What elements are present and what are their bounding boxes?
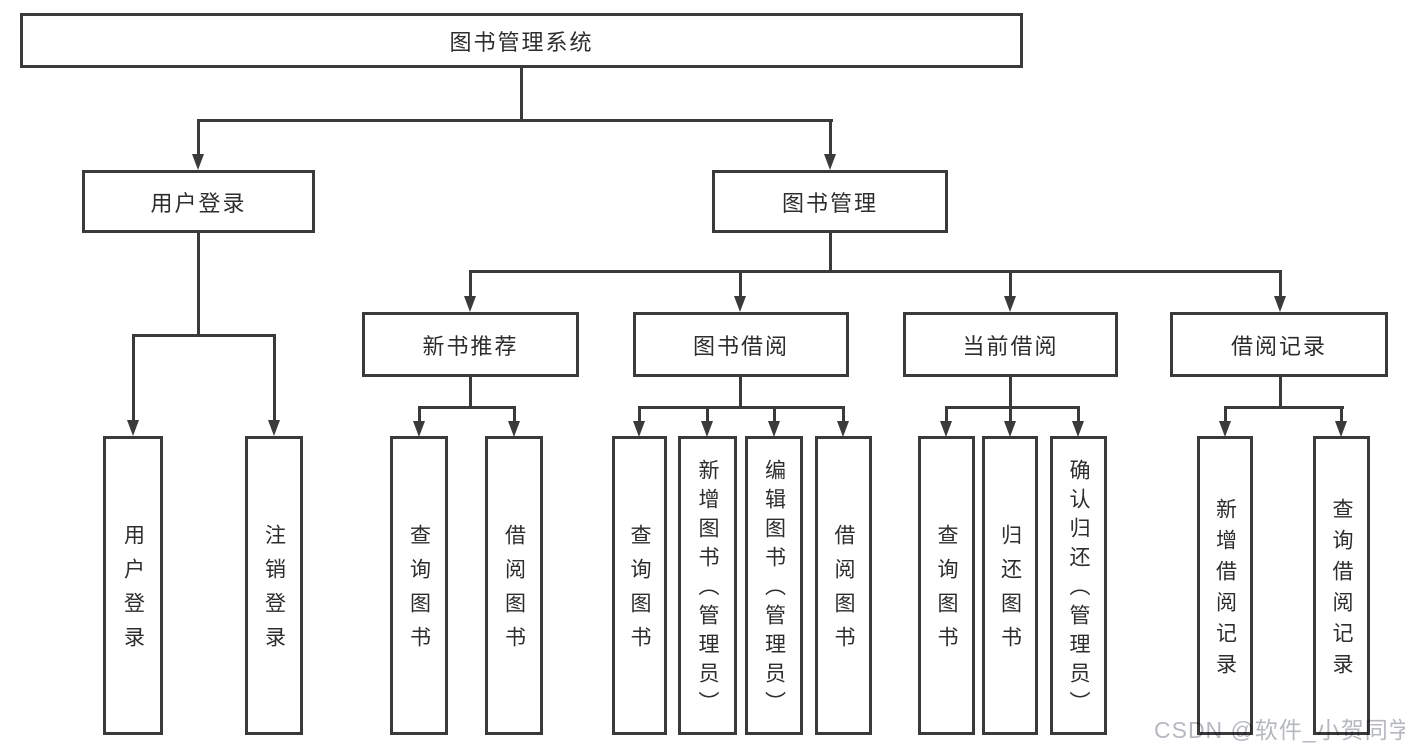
arrowhead-down xyxy=(940,421,952,437)
arrowhead-down xyxy=(127,420,139,436)
node-library-management-system: 图书管理系统 xyxy=(20,13,1023,68)
connector-line xyxy=(417,406,516,409)
leaf-label: 注销登录 xyxy=(262,524,286,660)
connector-line xyxy=(196,233,200,337)
node-book-borrowing: 图书借阅 xyxy=(633,312,849,377)
arrowhead-down xyxy=(508,421,520,437)
arrowhead-down xyxy=(768,421,780,437)
arrowhead-down xyxy=(1335,421,1347,437)
arrowhead-down xyxy=(1004,421,1016,437)
connector-line xyxy=(738,270,742,298)
connector-line xyxy=(706,406,709,422)
node-label: 新书推荐 xyxy=(422,333,519,359)
arrowhead-down xyxy=(1219,421,1231,437)
connector-line xyxy=(468,270,472,298)
connector-line xyxy=(1008,270,1012,298)
arrowhead-down xyxy=(413,421,425,437)
connector-line xyxy=(945,406,948,422)
leaf-label: 用户登录 xyxy=(121,524,145,660)
connector-line xyxy=(1008,406,1012,422)
leaf-borrow-books-2: 借阅图书 xyxy=(815,436,872,735)
leaf-label: 归还图书 xyxy=(998,524,1022,660)
leaf-edit-books-admin: 编辑图书（管理员） xyxy=(745,436,803,735)
node-label: 借阅记录 xyxy=(1230,333,1327,359)
node-label: 图书管理系统 xyxy=(449,29,594,55)
connector-line xyxy=(1077,406,1080,422)
connector-line xyxy=(131,334,135,422)
leaf-label: 查询图书 xyxy=(628,524,651,660)
leaf-label: 借阅图书 xyxy=(832,524,855,660)
arrowhead-down xyxy=(1072,421,1084,437)
arrowhead-down xyxy=(824,154,836,170)
connector-line xyxy=(638,406,641,422)
connector-line xyxy=(1008,377,1012,409)
leaf-query-books-3: 查询图书 xyxy=(918,436,975,735)
connector-line xyxy=(519,68,523,121)
connector-line xyxy=(828,233,832,273)
connector-line xyxy=(468,377,472,409)
connector-line xyxy=(272,334,276,422)
node-book-management: 图书管理 xyxy=(712,170,948,233)
leaf-add-borrow-record: 新增借阅记录 xyxy=(1197,436,1253,735)
connector-line xyxy=(1223,406,1227,422)
connector-line xyxy=(842,406,845,422)
arrowhead-down xyxy=(701,421,713,437)
leaf-label: 新增图书（管理员） xyxy=(696,459,719,720)
node-borrowing-records: 借阅记录 xyxy=(1170,312,1388,377)
connector-line xyxy=(637,406,845,409)
arrowhead-down xyxy=(464,296,476,312)
arrowhead-down xyxy=(268,420,280,436)
connector-line xyxy=(468,270,1282,273)
connector-line xyxy=(828,119,832,156)
leaf-add-books-admin: 新增图书（管理员） xyxy=(678,436,737,735)
leaf-query-books-1: 查询图书 xyxy=(390,436,448,735)
connector-line xyxy=(196,119,200,156)
arrowhead-down xyxy=(837,421,849,437)
node-label: 图书借阅 xyxy=(692,333,789,359)
connector-line xyxy=(1278,377,1282,409)
leaf-label: 借阅图书 xyxy=(502,524,526,660)
connector-line xyxy=(1278,270,1282,298)
leaf-label: 查询图书 xyxy=(407,524,431,660)
node-label: 用户登录 xyxy=(150,190,247,216)
arrowhead-down xyxy=(1274,296,1286,312)
leaf-query-books-2: 查询图书 xyxy=(612,436,667,735)
connector-line xyxy=(738,377,742,409)
connector-line xyxy=(772,406,776,422)
leaf-label: 确认归还（管理员） xyxy=(1067,459,1090,720)
arrowhead-down xyxy=(734,296,746,312)
connector-line xyxy=(196,119,833,122)
leaf-return-books: 归还图书 xyxy=(982,436,1038,735)
connector-line xyxy=(944,406,1080,409)
leaf-label: 新增借阅记录 xyxy=(1213,497,1237,684)
csdn-watermark: CSDN @软件_小贺同学 xyxy=(1154,717,1405,743)
node-label: 图书管理 xyxy=(781,190,878,216)
arrowhead-down xyxy=(633,421,645,437)
connector-line xyxy=(1340,406,1343,422)
leaf-label: 编辑图书（管理员） xyxy=(762,459,786,720)
connector-line xyxy=(417,406,421,422)
connector-line xyxy=(512,406,516,422)
leaf-label: 查询借阅记录 xyxy=(1330,497,1353,684)
leaf-confirm-return-admin: 确认归还（管理员） xyxy=(1050,436,1107,735)
leaf-user-login: 用户登录 xyxy=(103,436,163,735)
node-label: 当前借阅 xyxy=(962,333,1059,359)
connector-line xyxy=(1223,406,1344,409)
node-current-borrowing: 当前借阅 xyxy=(903,312,1118,377)
leaf-query-borrow-record: 查询借阅记录 xyxy=(1313,436,1370,735)
leaf-borrow-books-1: 借阅图书 xyxy=(485,436,543,735)
node-user-login: 用户登录 xyxy=(82,170,315,233)
arrowhead-down xyxy=(1004,296,1016,312)
arrowhead-down xyxy=(192,154,204,170)
leaf-logout: 注销登录 xyxy=(245,436,303,735)
connector-line xyxy=(131,334,276,337)
node-new-book-recommend: 新书推荐 xyxy=(362,312,579,377)
leaf-label: 查询图书 xyxy=(935,524,958,660)
